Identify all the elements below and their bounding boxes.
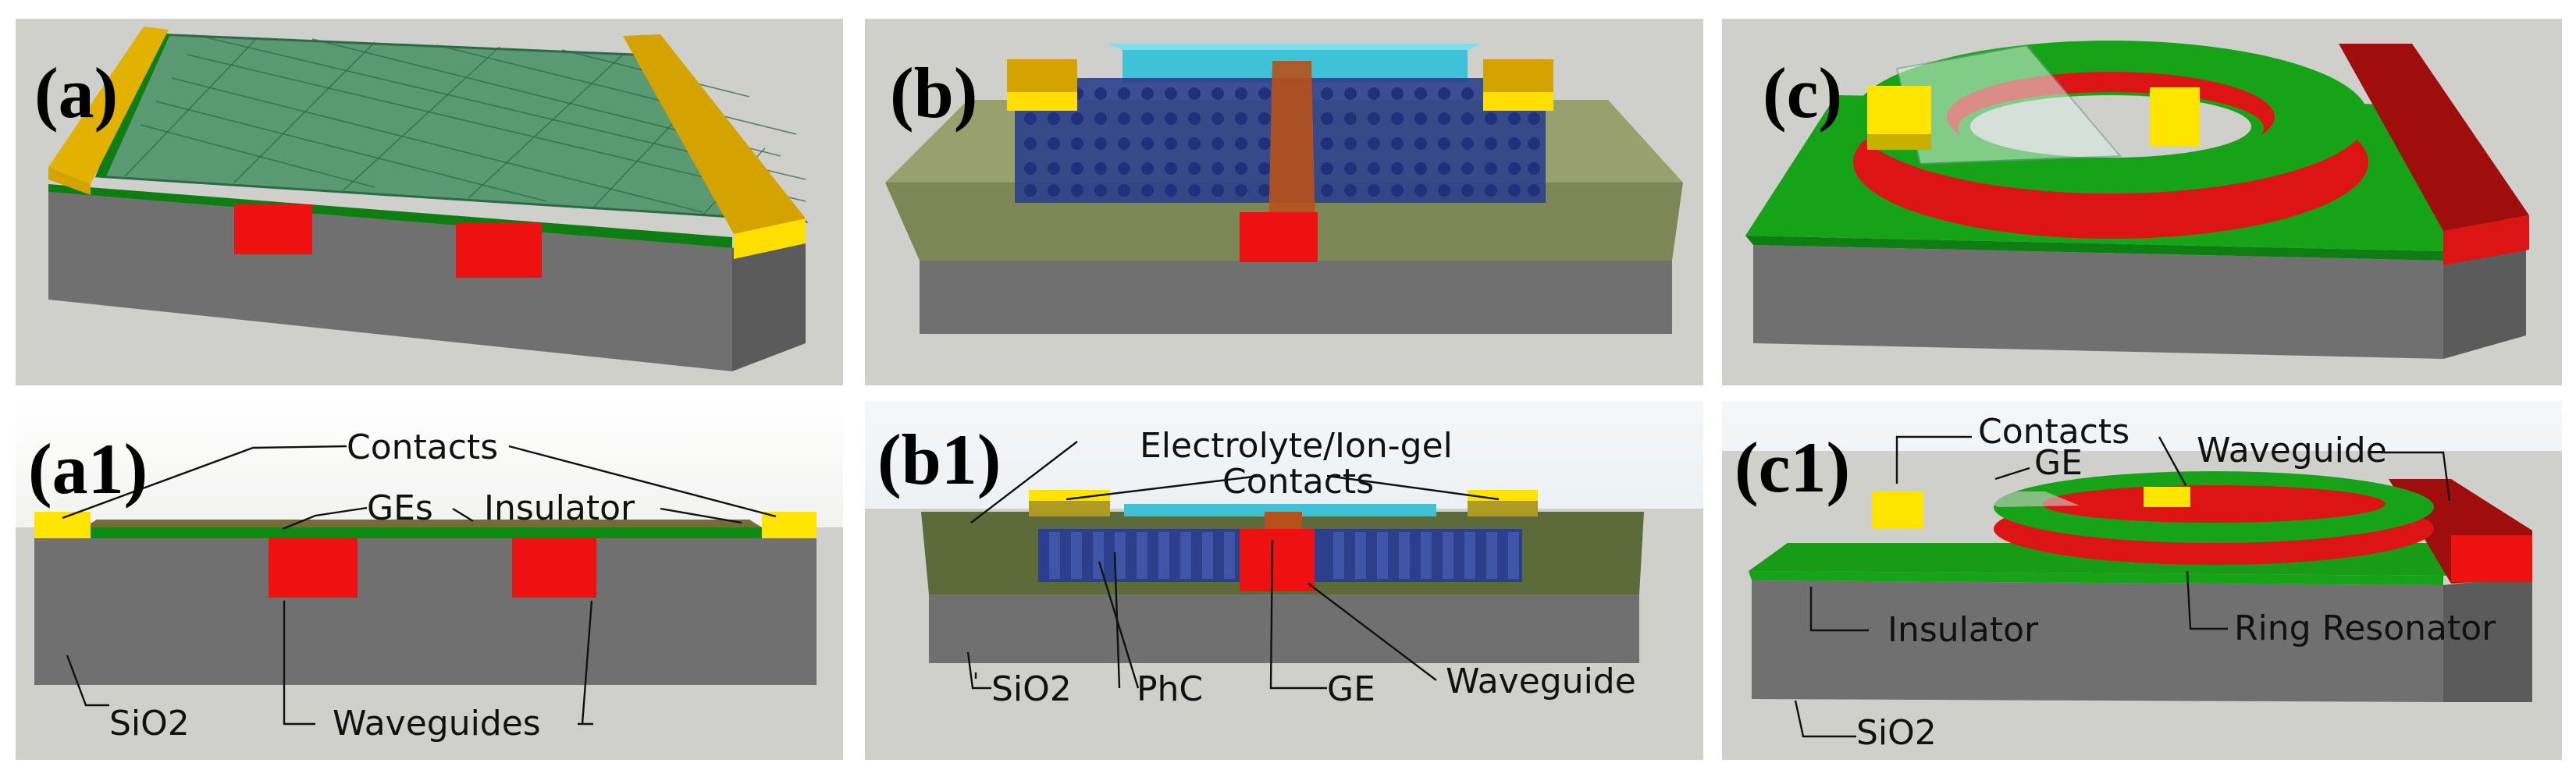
sio2-substrate xyxy=(34,538,817,685)
top-contact xyxy=(2144,487,2190,507)
contacts-label: Contacts xyxy=(1978,412,2129,452)
left-contact xyxy=(34,512,91,538)
sio2-substrate xyxy=(920,261,1672,334)
panel-c-label: (c) xyxy=(1763,53,1842,133)
panel-b1-label: (b1) xyxy=(877,420,1001,499)
panel-a: (a) xyxy=(16,19,843,385)
sio2-label: SiO2 xyxy=(109,704,190,743)
sio2-substrate xyxy=(1752,580,2443,702)
right-contact xyxy=(762,512,817,538)
panel-c1-label: (c1) xyxy=(1735,428,1850,507)
panel-c1: Contacts GE Waveguide Insulator Ring Res… xyxy=(1722,401,2562,760)
sio2-substrate xyxy=(929,594,1639,663)
waveguide-1 xyxy=(234,204,312,254)
sio2-substrate xyxy=(1753,245,2443,359)
waveguide xyxy=(1240,529,1315,591)
phc-label: PhC xyxy=(1137,669,1203,709)
left-contact xyxy=(1872,491,1923,529)
ring-resonator-label: Ring Resonator xyxy=(2234,608,2496,648)
panel-a1: Contacts GEs Insulator SiO2 Waveguides (… xyxy=(16,401,843,760)
panel-b: (b) xyxy=(865,19,1703,385)
waveguide-2 xyxy=(512,538,596,598)
panel-c: (c) xyxy=(1722,19,2562,385)
ges-label: GEs xyxy=(367,488,433,528)
panel-a1-label: (a1) xyxy=(28,429,148,509)
waveguide-label: Waveguide xyxy=(2197,431,2387,470)
right-contact xyxy=(623,34,806,234)
waveguide-1 xyxy=(269,538,358,598)
right-contact xyxy=(1483,59,1553,92)
electrolyte-label: Electrolyte/Ion-gel xyxy=(1140,426,1453,466)
electrolyte-layer xyxy=(1124,504,1436,516)
left-contact xyxy=(48,167,91,195)
waveguide xyxy=(1268,61,1316,262)
ge-label: GE xyxy=(1327,669,1375,709)
insulator-label: Insulator xyxy=(484,488,635,528)
sio2-label: SiO2 xyxy=(991,669,1072,709)
waveguide-label: Waveguide xyxy=(1446,662,1636,701)
insulator-layer xyxy=(48,184,732,248)
insulator-label: Insulator xyxy=(1888,610,2039,650)
panel-b1: Electrolyte/Ion-gel Contacts SiO2 PhC GE… xyxy=(865,401,1703,760)
left-contact xyxy=(1867,86,1931,134)
sio2-substrate xyxy=(48,192,732,371)
panel-b-label: (b) xyxy=(890,53,977,133)
ge-label: GE xyxy=(2034,443,2083,483)
right-contact xyxy=(2339,44,2529,231)
contacts-label: Contacts xyxy=(347,428,498,467)
insulator-layer xyxy=(81,527,765,538)
contacts-label: Contacts xyxy=(1222,462,1374,502)
waveguide-2 xyxy=(456,223,542,278)
waveguides-label: Waveguides xyxy=(333,704,541,743)
top-contact xyxy=(2150,87,2200,147)
panel-a-label: (a) xyxy=(34,53,118,133)
left-contact xyxy=(1007,59,1077,92)
sio2-label: SiO2 xyxy=(1856,713,1937,753)
